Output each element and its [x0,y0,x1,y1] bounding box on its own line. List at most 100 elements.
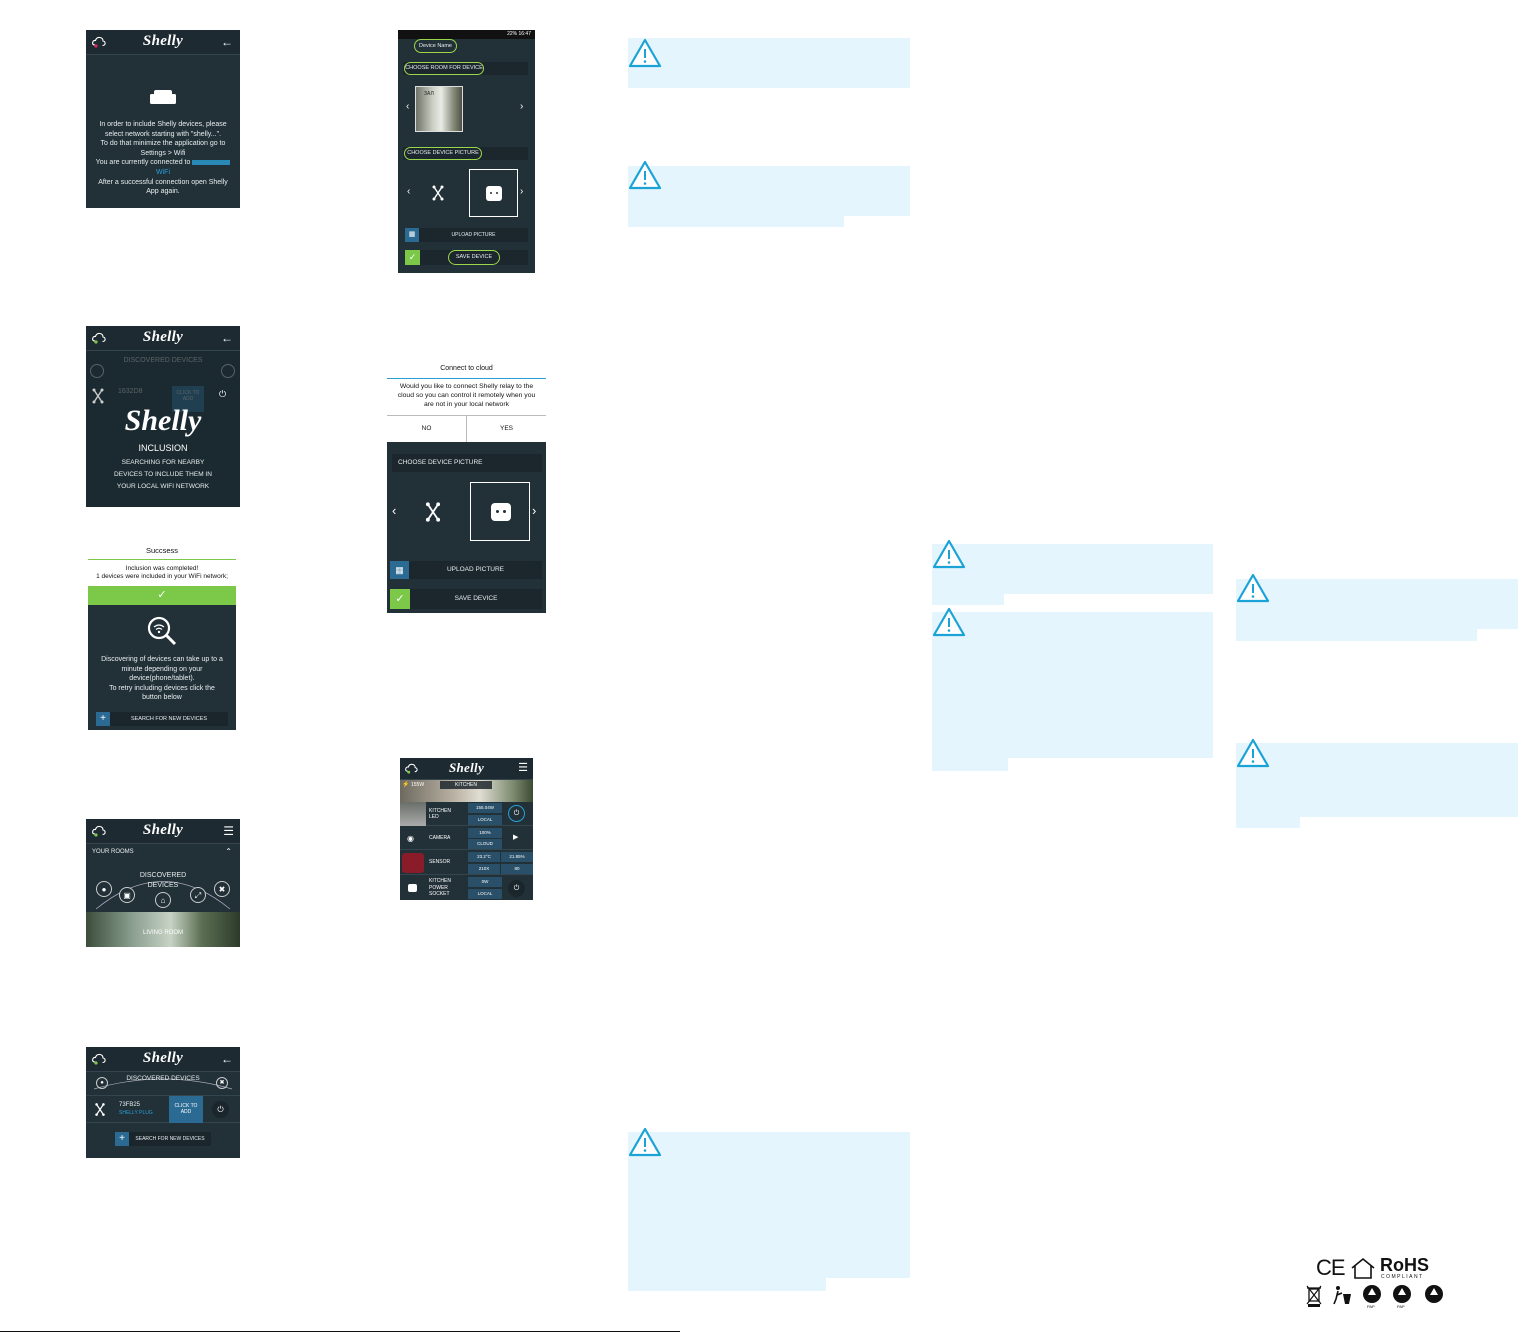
chevron-right-icon[interactable]: › [520,101,524,112]
room-name: KITCHEN [440,781,492,789]
search-new-devices-button[interactable]: + SEARCH FOR NEW DEVICES [96,712,228,726]
app-bar: Shelly ☰ [400,758,533,780]
cloud-icon[interactable] [92,332,106,346]
bulb-icon [90,364,104,378]
device-thumb [400,802,426,826]
device-mode: LOCAL [468,815,502,825]
chevron-left-icon[interactable]: ‹ [406,101,410,112]
success-info-panel: Discovering of devices can take up to a … [88,605,236,730]
choose-room-row[interactable] [403,62,528,75]
cloud-icon[interactable] [92,825,106,839]
recycle-icon [1425,1285,1443,1303]
menu-icon[interactable]: ☰ [223,824,234,838]
socket-icon[interactable]: ▣ [119,887,135,903]
warning-triangle-icon [628,160,662,190]
chevron-right-icon[interactable]: › [532,503,537,518]
cloud-icon[interactable] [92,1053,106,1067]
choose-picture-text: CHOOSE DEVICE PICTURE [398,459,483,466]
name-line: KITCHEN [429,808,451,814]
selected-plug-picture[interactable] [469,169,518,217]
device-row[interactable]: SENSOR 23.2°C 21.85% 210X 80 [400,851,533,875]
discovered-arc [95,881,231,910]
warning-note [628,166,910,216]
chevron-up-icon[interactable]: ⌃ [225,847,232,856]
dialog-question: Would you like to connect Shelly relay t… [387,382,546,409]
info-line: device(phone/tablet). [129,675,195,683]
upload-picture-button[interactable]: ▦ UPLOAD PICTURE [390,561,542,579]
cloud-icon[interactable] [405,763,418,776]
save-device-label: SAVE DEVICE [448,250,500,265]
bulb-icon[interactable]: ● [96,881,112,897]
yes-button[interactable]: YES [499,425,513,432]
dialog-title: Connect to cloud [440,365,493,372]
upload-picture-button[interactable]: ▦ UPLOAD PICTURE [405,228,528,242]
device-row: 73FB25 SHELLY PLUG CLICK TO ADD ⏻ [86,1095,240,1123]
relay-icon[interactable] [424,501,442,528]
relay-icon[interactable] [431,185,445,206]
save-device-button[interactable]: ✓ SAVE DEVICE [390,589,542,609]
screen-success: Succsess Inclusion was completed! 1 devi… [88,540,236,730]
rohs-compliant: COMPLIANT [1381,1274,1424,1280]
device-mode: CLOUD [468,839,502,849]
ok-button[interactable]: ✓ [88,586,236,605]
chevron-left-icon[interactable]: ‹ [407,186,411,197]
room-banner[interactable]: ⚡ 155W KITCHEN [400,780,533,802]
click-line: CLICK TO [174,1103,198,1109]
warning-triangle-icon [1236,573,1270,603]
discovered-devices-label[interactable]: DISCOVERED DEVICES [86,871,240,890]
power-button[interactable]: ⏻ [212,1101,229,1118]
instruction-line: Settings > Wifi [140,149,186,157]
relay-icon [94,1102,106,1122]
selected-plug-picture[interactable] [470,482,530,541]
room-label: ЗАЛ [424,91,434,97]
relay-icon[interactable]: ✖ [214,881,230,897]
connected-line: You are currently connected to [86,158,240,168]
bg-device-id: 1632D8 [118,388,143,395]
device-id: 73FB25 [119,1102,141,1108]
power-button[interactable]: ⏻ [508,805,525,822]
background-discovered-layer: DISCOVERED DEVICES 1632D8 CLICK TO ADD [86,352,240,452]
app-bar: Shelly ☰ [86,819,240,844]
choose-picture-row[interactable]: CHOOSE DEVICE PICTURE [392,454,542,472]
plug-icon [491,503,511,521]
your-rooms-header[interactable]: YOUR ROOMS [92,849,134,855]
warning-note [1236,629,1477,641]
no-button[interactable]: NO [421,425,432,432]
cloud-icon[interactable] [92,36,106,50]
device-name-field[interactable]: Device Name [414,39,457,53]
tidyman-icon [1333,1286,1351,1305]
room-picture[interactable]: ЗАЛ [415,86,463,132]
back-arrow-icon[interactable]: ← [221,1052,233,1066]
bulb-icon[interactable]: ● [96,1077,108,1089]
recycle-icon [1363,1285,1381,1303]
choose-room-text: CHOOSE ROOM FOR DEVICE [405,65,483,71]
device-row[interactable]: ◉ CAMERA 100% CLOUD ▶ [400,827,533,850]
living-room-tile[interactable]: LIVING ROOM [86,912,240,947]
back-arrow-icon[interactable]: ← [221,35,233,49]
expand-icon[interactable]: ⤢ [190,887,206,903]
house-icon [1351,1257,1375,1279]
power-button[interactable]: ⏻ [508,880,525,897]
click-to-add-button[interactable]: CLICK TO ADD [169,1096,203,1123]
success-line: 1 devices were included in your WiFi net… [96,573,228,580]
home-icon[interactable]: ⌂ [155,892,171,908]
screen-save-device: 22% 16:47 Device Name CHOOSE ROOM FOR DE… [398,30,535,273]
menu-icon[interactable]: ☰ [518,762,528,774]
chevron-left-icon[interactable]: ‹ [392,503,397,518]
choose-picture-row[interactable] [403,147,528,160]
battery-value: 80 [501,864,533,874]
search-new-devices-button[interactable]: + SEARCH FOR NEW DEVICES [115,1132,211,1146]
chevron-right-icon[interactable]: › [520,186,524,197]
play-icon[interactable]: ▶ [513,834,519,841]
shelly-logo: Shelly [448,760,485,775]
back-arrow-icon[interactable]: ← [221,331,233,345]
device-name: CAMERA [429,835,451,841]
search-button-label: SEARCH FOR NEW DEVICES [130,716,208,722]
relay-icon[interactable]: ✖ [216,1077,228,1089]
warning-note [1236,743,1518,817]
pap-label: PAP [1367,1304,1375,1309]
rohs-mark: RoHS [1380,1255,1429,1275]
